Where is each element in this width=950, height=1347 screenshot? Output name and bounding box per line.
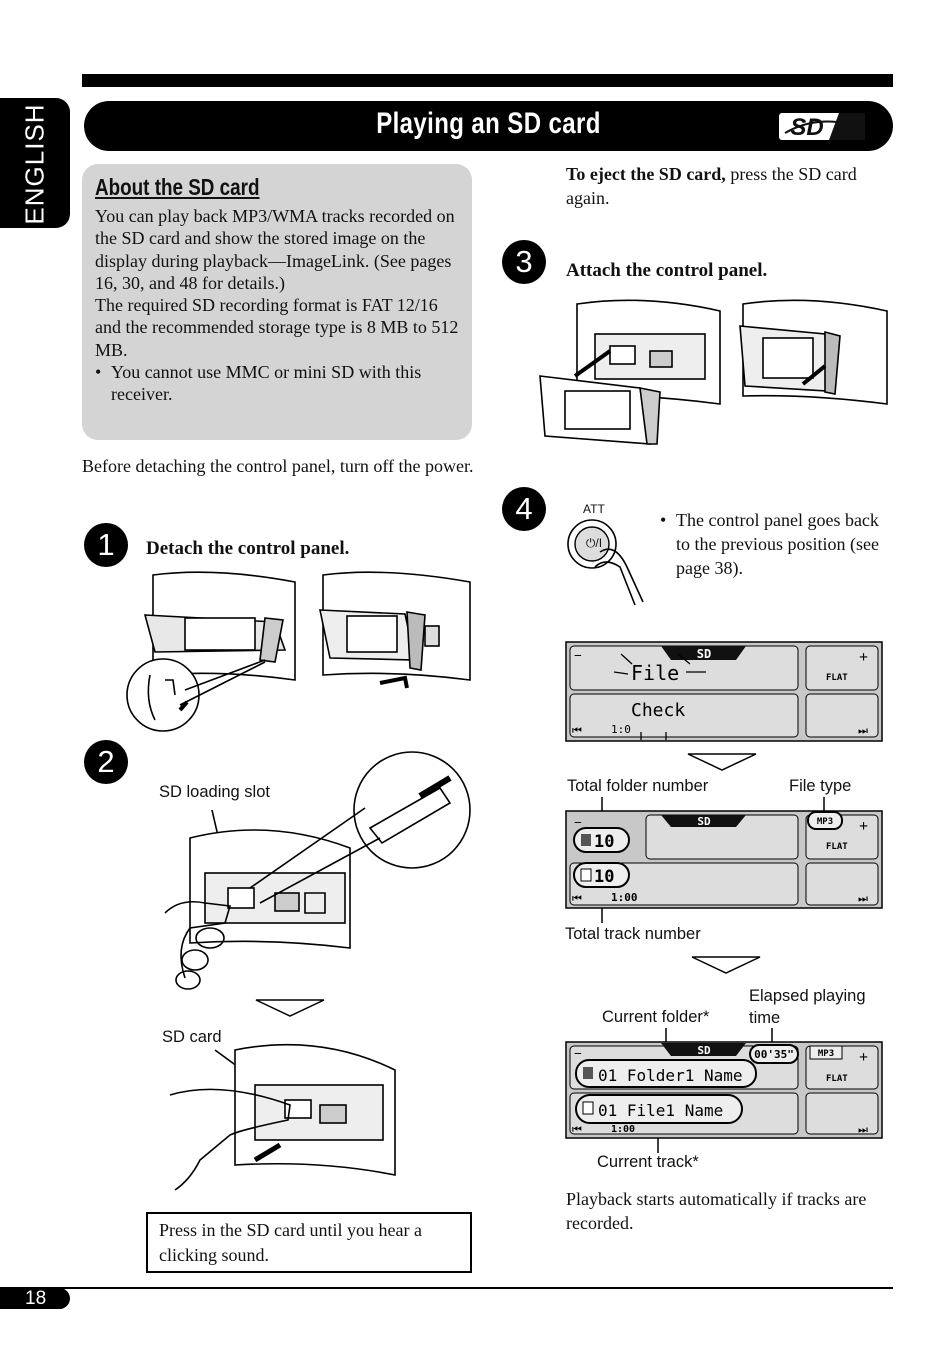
display-1-eq: FLAT bbox=[826, 673, 848, 683]
svg-text:+: + bbox=[859, 1049, 868, 1066]
step-3-title: Attach the control panel. bbox=[566, 260, 768, 281]
display-3-file-name: 01 File1 Name bbox=[598, 1101, 723, 1120]
display-3-time: 1:00 bbox=[611, 1124, 635, 1135]
svg-text:⏮: ⏮ bbox=[572, 1124, 582, 1136]
svg-text:−: − bbox=[574, 816, 582, 831]
display-2-time: 1:00 bbox=[611, 891, 638, 904]
step-4-bullet-text: The control panel goes back to the previ… bbox=[676, 510, 879, 578]
playback-note: Playback starts automatically if tracks … bbox=[566, 1189, 867, 1233]
display-1-line1: File bbox=[631, 661, 679, 685]
down-arrow-icon bbox=[687, 753, 757, 771]
display-1-source: SD bbox=[697, 647, 711, 661]
power-att-button-illustration bbox=[567, 519, 644, 606]
page-title: Playing an SD card bbox=[376, 107, 601, 140]
bullet-dot: • bbox=[660, 510, 667, 530]
display-3-folder-name: 01 Folder1 Name bbox=[598, 1066, 743, 1085]
svg-text:−: − bbox=[574, 1047, 582, 1062]
display-file-check: SD File Check 1:0 FLAT − + ⏮ ⏭ bbox=[565, 641, 883, 742]
language-label: ENGLISH bbox=[19, 103, 50, 225]
svg-text:−: − bbox=[574, 649, 582, 664]
before-detach-text: Before detaching the control panel, turn… bbox=[82, 456, 474, 476]
insert-card-illustration bbox=[164, 751, 471, 990]
display-2-file-type: MP3 bbox=[817, 817, 833, 827]
svg-text:⏮: ⏮ bbox=[572, 893, 582, 905]
display-3-elapsed: 00'35" bbox=[754, 1048, 794, 1061]
sd-loading-slot-label: SD loading slot bbox=[159, 783, 270, 801]
svg-text:⏮: ⏮ bbox=[572, 725, 582, 737]
current-folder-label: Current folder* bbox=[602, 1008, 710, 1026]
bottom-rule bbox=[0, 1287, 893, 1289]
about-heading: About the SD card bbox=[95, 174, 260, 200]
title-bar: Playing an SD card SD bbox=[84, 101, 893, 151]
step-1-number: 1 bbox=[84, 523, 128, 567]
sd-card-label: SD card bbox=[162, 1028, 222, 1046]
about-sd-card-box: About the SD card You can play back MP3/… bbox=[82, 164, 472, 440]
language-tab bbox=[0, 98, 70, 228]
elapsed-playing-time-label: Elapsed playing time bbox=[749, 987, 866, 1027]
step-1-title: Detach the control panel. bbox=[146, 538, 350, 559]
eject-instruction: To eject the SD card, press the SD card … bbox=[566, 162, 896, 210]
about-bullet: • You cannot use MMC or mini SD with thi… bbox=[95, 361, 462, 406]
page-number: 18 bbox=[0, 1288, 70, 1309]
top-rule bbox=[82, 74, 893, 87]
current-track-label: Current track* bbox=[597, 1153, 699, 1171]
svg-text:⏭: ⏭ bbox=[858, 893, 868, 905]
display-2-folders: 10 bbox=[594, 832, 614, 852]
eject-rest: press the SD card again. bbox=[566, 164, 857, 208]
svg-text:+: + bbox=[859, 818, 868, 835]
display-3-source: SD bbox=[697, 1044, 711, 1057]
svg-text:+: + bbox=[859, 649, 868, 666]
display-totals: SD 10 10 1:00 MP3 FLAT − + ⏮ ⏭ bbox=[565, 797, 883, 923]
svg-text:⏭: ⏭ bbox=[858, 1124, 868, 1136]
bullet-dot: • bbox=[95, 362, 102, 383]
detach-panel-illustration bbox=[126, 571, 471, 732]
push-card-illustration bbox=[169, 1043, 396, 1191]
step-3-number: 3 bbox=[502, 240, 546, 284]
display-2-tracks: 10 bbox=[594, 867, 614, 887]
display-1-time: 1:0 bbox=[611, 723, 631, 736]
attach-panel-illustration bbox=[539, 299, 888, 445]
att-label: ATT bbox=[583, 502, 605, 516]
about-para-2: The required SD recording format is FAT … bbox=[95, 295, 459, 360]
eject-bold: To eject the SD card, bbox=[566, 164, 726, 184]
svg-text:⏭: ⏭ bbox=[858, 725, 868, 737]
display-3-file-type: MP3 bbox=[818, 1049, 834, 1059]
press-card-note: Press in the SD card until you hear a cl… bbox=[146, 1212, 472, 1273]
about-para-1: You can play back MP3/WMA tracks recorde… bbox=[95, 206, 455, 293]
display-2-source: SD bbox=[697, 815, 711, 828]
file-type-label: File type bbox=[789, 777, 852, 795]
about-bullet-text: You cannot use MMC or mini SD with this … bbox=[111, 362, 422, 405]
down-arrow-icon bbox=[255, 999, 325, 1017]
display-now-playing: SD 00'35" 01 Folder1 Name 01 File1 Name … bbox=[565, 1028, 883, 1153]
step-2-number: 2 bbox=[84, 740, 128, 784]
display-2-eq: FLAT bbox=[826, 842, 848, 852]
down-arrow-icon bbox=[691, 956, 761, 974]
step-4-number: 4 bbox=[502, 487, 546, 531]
sd-logo-icon: SD bbox=[779, 113, 865, 140]
display-1-line2: Check bbox=[631, 700, 685, 721]
total-track-number-label: Total track number bbox=[565, 925, 701, 943]
total-folder-number-label: Total folder number bbox=[567, 777, 709, 795]
display-3-eq: FLAT bbox=[826, 1074, 848, 1084]
power-icon[interactable]: ⏻/I bbox=[585, 536, 603, 550]
step-4-bullet: • The control panel goes back to the pre… bbox=[660, 508, 885, 580]
